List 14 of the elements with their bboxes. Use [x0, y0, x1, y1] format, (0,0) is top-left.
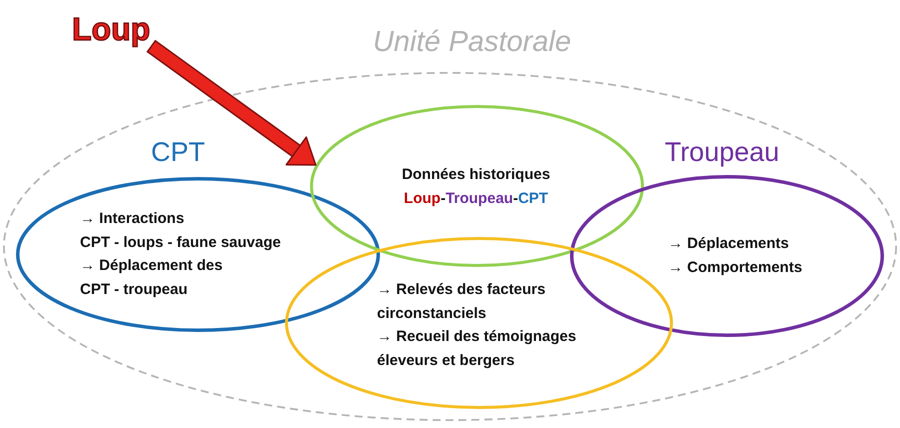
body-text: → Recueil des témoignages éleveurs et bergers — [377, 327, 578, 370]
body-text: → Relevés des facteurs circonstanciels — [377, 280, 546, 324]
body-text: Données historiques — [402, 165, 550, 185]
body-text: → Déplacements — [668, 234, 789, 254]
body-text: → Déplacement des — [80, 256, 223, 276]
circle-title: CPT — [151, 136, 205, 169]
body-text: CPT - troupeau — [80, 280, 188, 300]
body-text: → Interactions — [80, 209, 184, 229]
body-text: CPT - loups - faune sauvage — [80, 232, 281, 252]
callout-label: Loup — [72, 9, 152, 49]
circle-title: Troupeau — [664, 136, 780, 169]
body-text: → Comportements — [668, 258, 802, 278]
subtitle-text: Loup-Troupeau-CPT — [404, 188, 548, 208]
group-title: Unité Pastorale — [372, 25, 572, 60]
